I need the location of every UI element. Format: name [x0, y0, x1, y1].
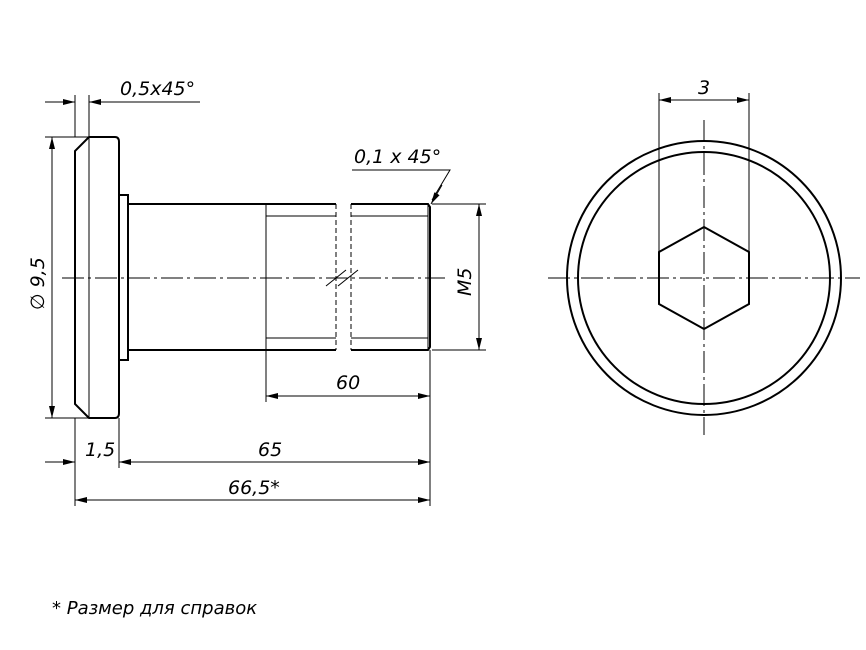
reference-note: * Размер для справок: [52, 598, 257, 619]
end-view: 3: [548, 77, 860, 435]
break-lines: [335, 204, 352, 350]
dim-head-chamfer: 0,5x45°: [120, 78, 195, 100]
dim-thread-length: 60: [336, 372, 360, 394]
dim-shank-length: 65: [258, 439, 282, 461]
side-view: [62, 136, 445, 419]
dim-head-thickness: 1,5: [85, 439, 115, 461]
dim-total-length: 66,5*: [228, 477, 280, 499]
shank-left: [128, 203, 336, 351]
dim-end-chamfer: 0,1 x 45°: [354, 146, 441, 168]
dimensions: 0,5x45° ∅ 9,5 0,1 x 45° M5 60 1,5 65 66,…: [27, 78, 486, 506]
dim-head-diameter: ∅ 9,5: [27, 257, 49, 310]
dim-thread: M5: [454, 268, 476, 296]
dim-hex-socket: 3: [698, 77, 710, 99]
thread-root-lines: [266, 215, 428, 339]
head-outline: [74, 136, 120, 419]
shank-right: [351, 203, 431, 351]
